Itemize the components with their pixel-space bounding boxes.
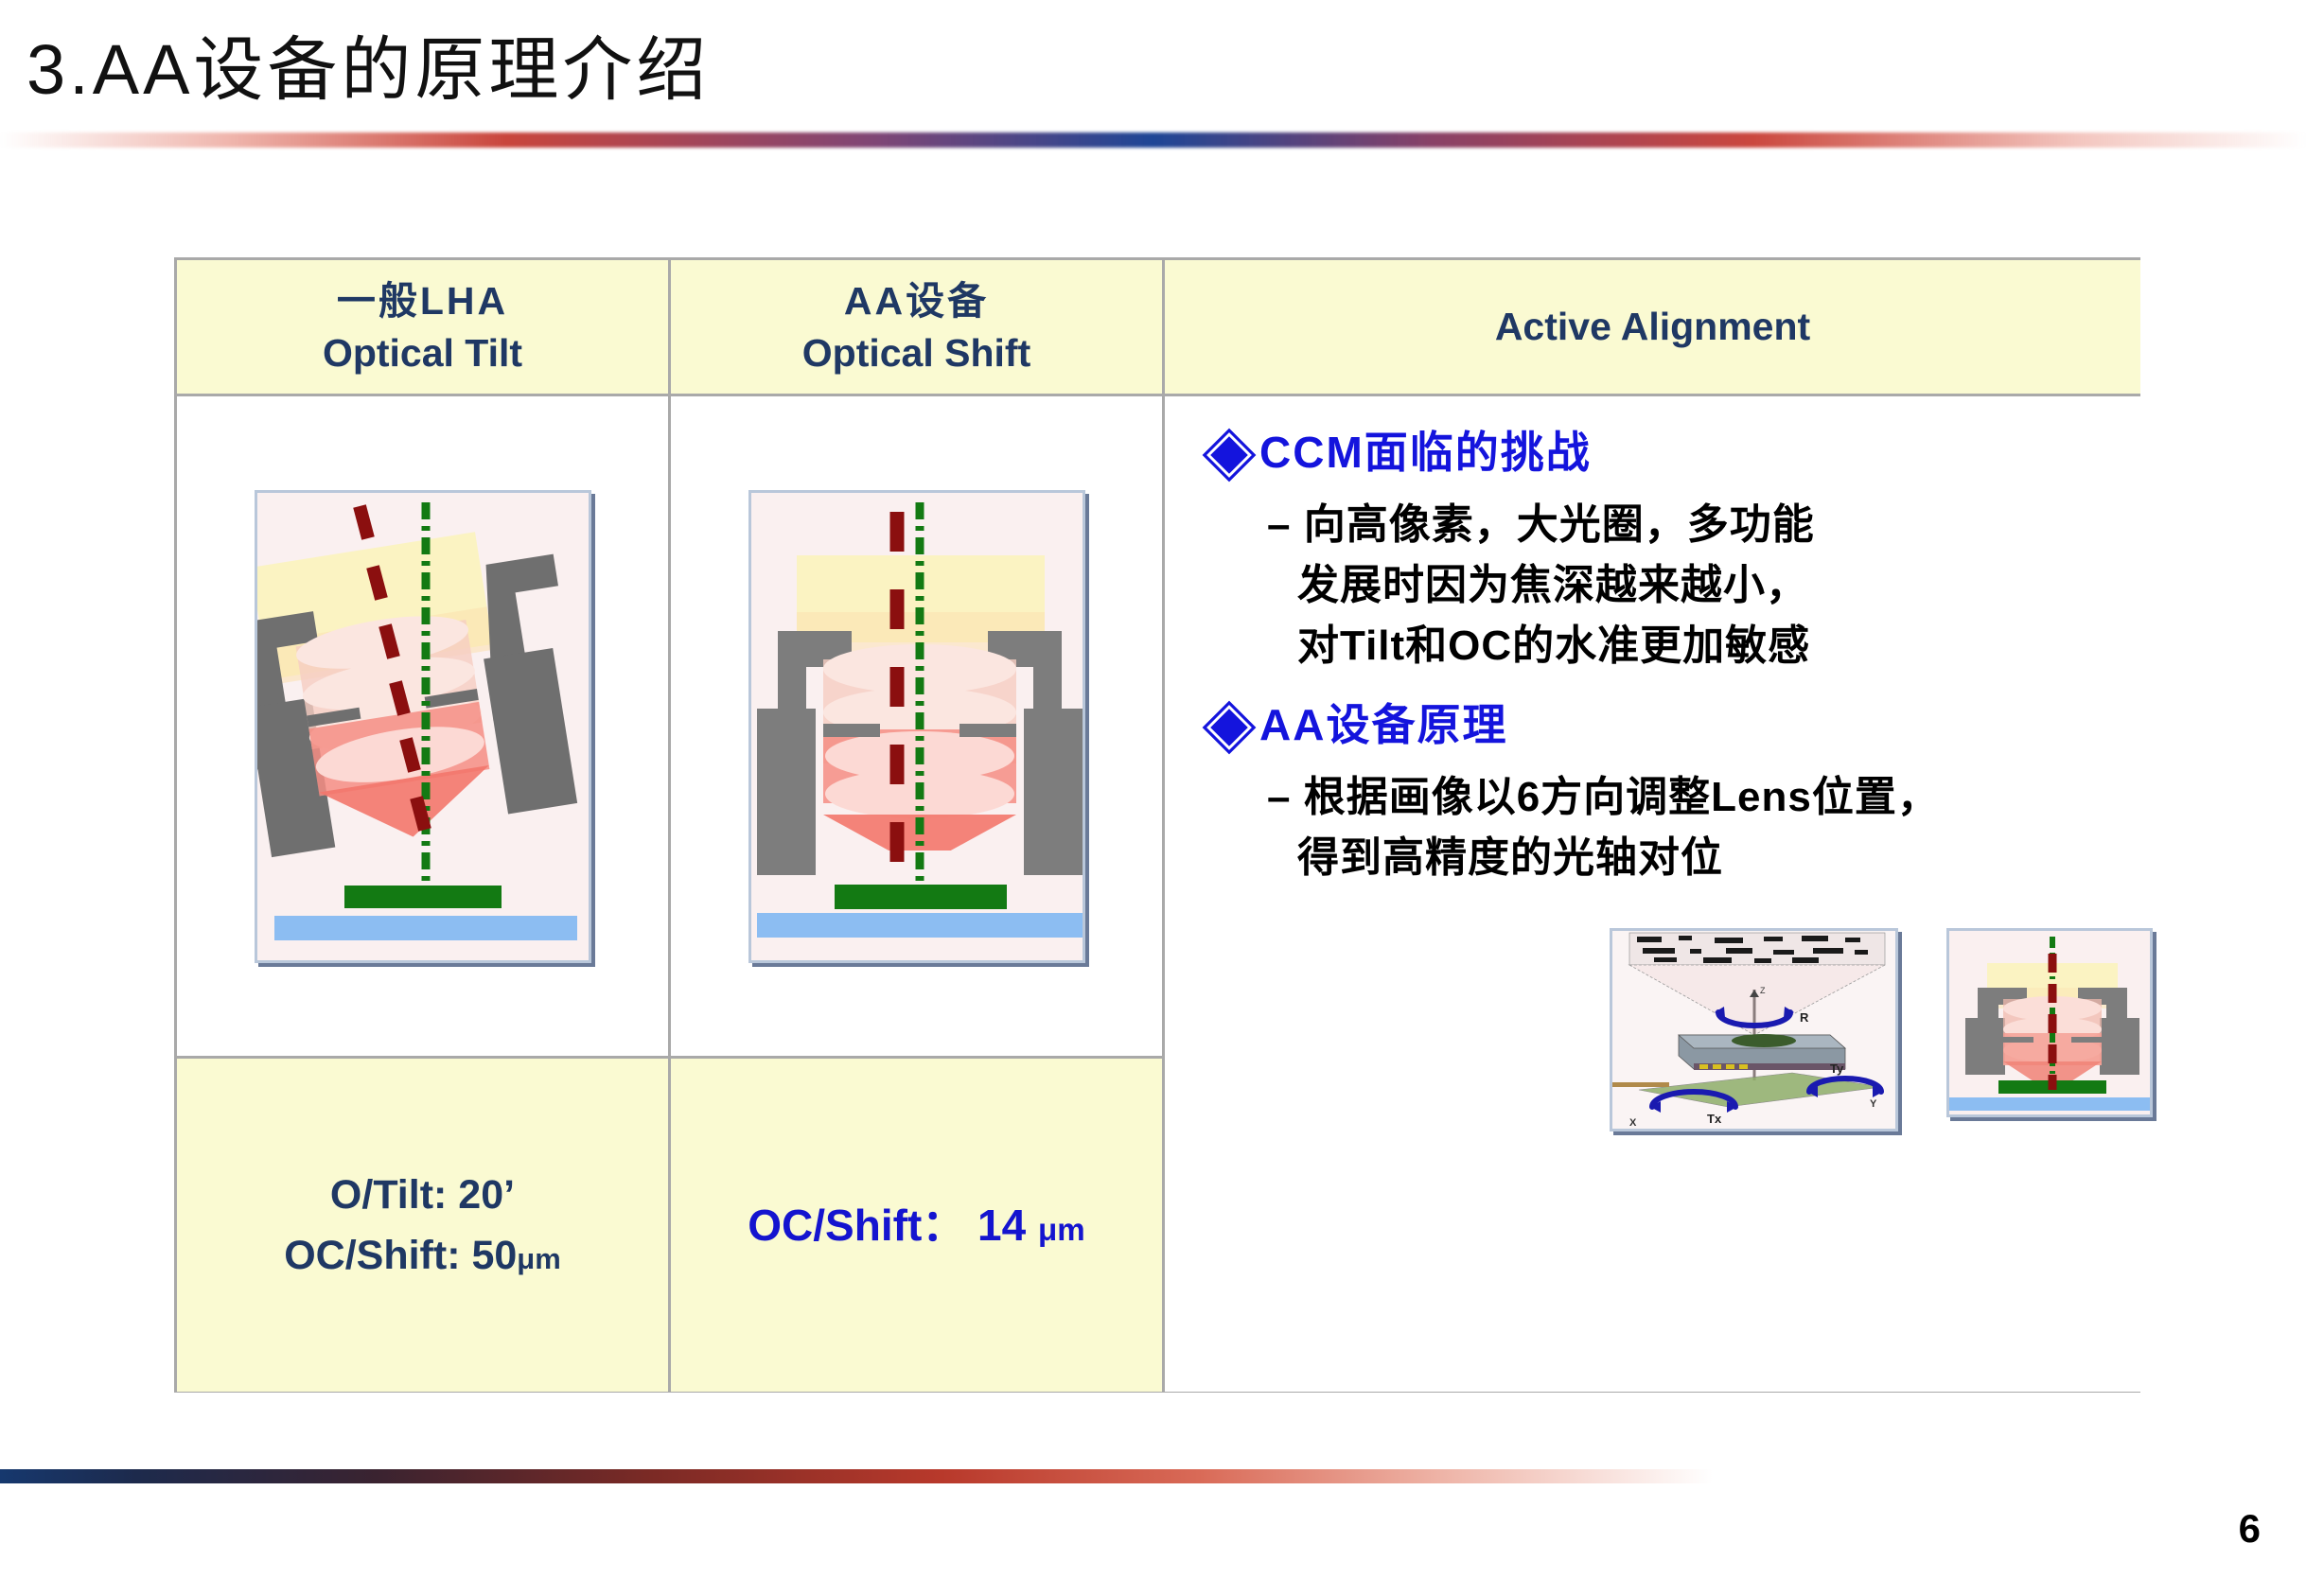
value-shift-line1-wrap: OC/Shift： 14 μm bbox=[748, 1193, 1084, 1258]
bullet-ccm-title: CCM面临的挑战 bbox=[1259, 428, 1592, 477]
value-tilt-unit: μm bbox=[517, 1242, 561, 1275]
page-title: 3.AA设备的原理介绍 bbox=[26, 30, 711, 109]
bullet-aa-title: AA设备原理 bbox=[1259, 700, 1508, 749]
optical-tilt-figure bbox=[254, 489, 591, 963]
bullet-aa-line-1: – 根据画像以6方向调整Lens位置， bbox=[1267, 774, 1940, 820]
comparison-table: 一般LHA Optical Tilt AA设备 Optical Shift Ac… bbox=[174, 257, 2153, 1393]
value-tilt-line1: O/Tilt: 20’ bbox=[329, 1171, 516, 1218]
bullet-aa-line-2: 得到高精度的光轴对位 bbox=[1297, 834, 1723, 881]
bullet-ccm-line-2: 发展时因为焦深越来越小， bbox=[1297, 562, 1808, 608]
aligned-lens-svg bbox=[1949, 931, 2150, 1114]
optical-tilt-svg bbox=[256, 492, 589, 960]
six-axis-svg: Z R bbox=[1612, 931, 1895, 1129]
svg-text:Ty: Ty bbox=[1830, 1061, 1844, 1076]
value-cell-tilt: O/Tilt: 20’ OC/Shift: 50μm bbox=[177, 1059, 671, 1392]
table-header-active-alignment: Active Alignment bbox=[1165, 260, 2140, 396]
value-tilt-line2-wrap: OC/Shift: 50μm bbox=[284, 1225, 561, 1287]
svg-text:Z: Z bbox=[1760, 986, 1766, 995]
diagram-cell-shift bbox=[671, 396, 1165, 1059]
header-aa-line2: Optical Shift bbox=[801, 330, 1031, 375]
bullet-ccm-line-1: – 向高像素，大光圈，多功能 bbox=[1267, 501, 1815, 548]
svg-text:R: R bbox=[1800, 1010, 1809, 1025]
header-lha-line2: Optical Tilt bbox=[322, 330, 523, 375]
six-axis-alignment-figure: Z R bbox=[1610, 928, 1898, 1131]
optical-shift-svg bbox=[750, 492, 1083, 960]
bullet-ccm-line-3: 对Tilt和OC的水准更加敏感 bbox=[1297, 623, 1811, 669]
diagram-cell-tilt bbox=[177, 396, 671, 1059]
bullet-aa-principle: AA设备原理 bbox=[1202, 700, 1508, 755]
header-aa-align-line1: Active Alignment bbox=[1494, 305, 1811, 349]
value-cell-shift: OC/Shift： 14 μm bbox=[671, 1059, 1165, 1392]
title-divider-bar bbox=[0, 132, 2306, 148]
bullet-ccm-challenge: CCM面临的挑战 bbox=[1202, 428, 1592, 482]
table-header-aa: AA设备 Optical Shift bbox=[671, 260, 1165, 396]
value-tilt-line2: OC/Shift: 50 bbox=[284, 1233, 518, 1278]
table-header-lha: 一般LHA Optical Tilt bbox=[177, 260, 671, 396]
diamond-bullet-icon bbox=[1202, 700, 1257, 755]
right-panel-body: CCM面临的挑战 – 向高像素，大光圈，多功能 发展时因为焦深越来越小， 对Ti… bbox=[1165, 396, 2153, 1392]
header-lha-line1: 一般LHA bbox=[336, 279, 509, 324]
svg-text:Tx: Tx bbox=[1707, 1112, 1722, 1126]
svg-text:X: X bbox=[1629, 1117, 1637, 1129]
page-number: 6 bbox=[2238, 1506, 2261, 1551]
value-shift-line1: OC/Shift： 14 bbox=[748, 1200, 1038, 1250]
header-aa-line1: AA设备 bbox=[843, 279, 990, 324]
optical-shift-figure bbox=[748, 489, 1085, 963]
active-alignment-panel: Active Alignment CCM面临的挑战 – 向高像素，大光圈，多功能… bbox=[1165, 260, 2153, 1392]
value-shift-unit: μm bbox=[1038, 1212, 1085, 1248]
diamond-bullet-icon bbox=[1202, 428, 1257, 482]
svg-text:Y: Y bbox=[1870, 1098, 1877, 1110]
footer-divider-bar bbox=[0, 1469, 1713, 1483]
aligned-lens-figure bbox=[1946, 928, 2153, 1117]
